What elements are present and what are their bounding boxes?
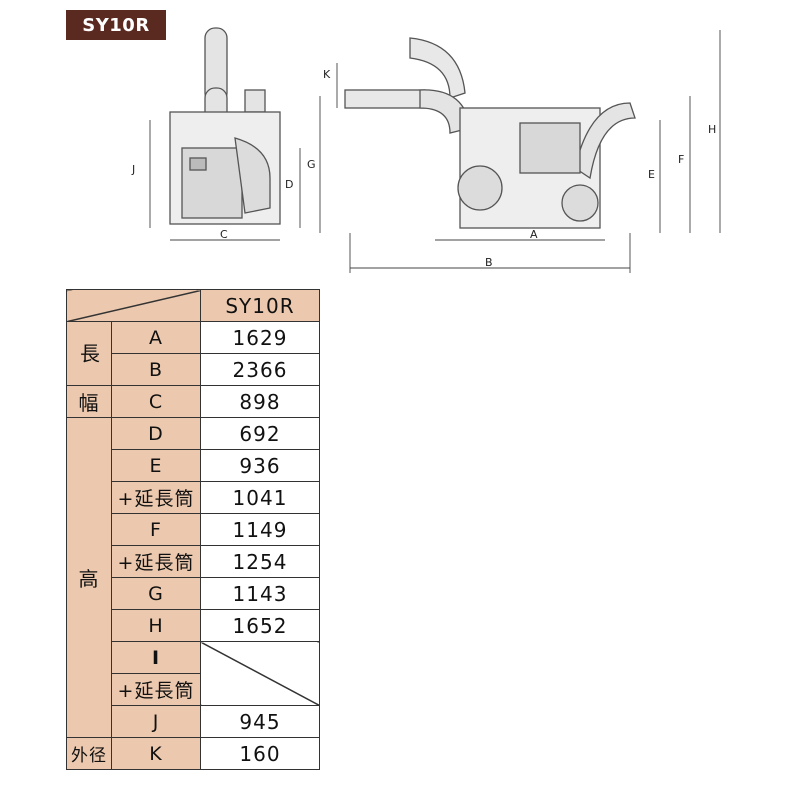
- dim-label-c: C: [220, 228, 228, 241]
- dim-label-g: G: [307, 158, 316, 171]
- row-value: 945: [200, 705, 320, 738]
- row-key: D: [111, 417, 201, 450]
- row-key: G: [111, 577, 201, 610]
- row-value: 898: [200, 385, 320, 418]
- group-width: 幅: [66, 385, 112, 418]
- row-value: 1041: [200, 481, 320, 514]
- table-row: +延長筒: [67, 673, 320, 706]
- group-length: 長: [66, 321, 112, 386]
- table-row: F 1149: [67, 513, 320, 546]
- dim-label-a: A: [530, 228, 538, 241]
- table-row: +延長筒 1254: [67, 545, 320, 578]
- row-key: B: [111, 353, 201, 386]
- row-value: 936: [200, 449, 320, 482]
- row-key: K: [111, 737, 201, 770]
- table-row: +延長筒 1041: [67, 481, 320, 514]
- table-row: I: [67, 641, 320, 706]
- side-view-labels: J D C G K: [131, 68, 331, 241]
- row-key: E: [111, 449, 201, 482]
- row-value: 160: [200, 737, 320, 770]
- table-row: 幅 C 898: [66, 385, 320, 418]
- dim-label-d: D: [285, 178, 293, 191]
- dim-label-j: J: [131, 163, 135, 176]
- group-outer-diameter: 外径: [66, 737, 112, 770]
- row-value: 1629: [200, 321, 320, 354]
- table-row: E 936: [67, 449, 320, 482]
- row-value-empty: [200, 641, 320, 706]
- row-key: +延長筒: [111, 545, 201, 578]
- table-row: J 945: [67, 705, 320, 738]
- side-view-machine: [169, 27, 281, 225]
- dim-label-h: H: [708, 123, 716, 136]
- table-row: B 2366: [67, 353, 320, 386]
- table-row: 長 A 1629: [66, 321, 320, 386]
- table-row: 外径 K 160: [66, 737, 320, 770]
- row-key: H: [111, 609, 201, 642]
- row-key: A: [111, 321, 201, 354]
- dim-label-k: K: [323, 68, 331, 81]
- model-badge: SY10R: [66, 10, 166, 40]
- table-header-row: SY10R: [66, 289, 320, 322]
- row-value: 1254: [200, 545, 320, 578]
- row-key: C: [111, 385, 201, 418]
- row-value: 1149: [200, 513, 320, 546]
- front-view-labels: A B E F H: [485, 123, 716, 269]
- front-view-machine: [344, 37, 636, 229]
- row-value: 1652: [200, 609, 320, 642]
- row-key: +延長筒: [111, 673, 201, 706]
- header-model: SY10R: [200, 289, 320, 322]
- table-row: 高 D 692: [66, 417, 320, 738]
- dim-label-f: F: [678, 153, 684, 166]
- spec-table: SY10R 長 A 1629 B 2366 幅 C 898 高 D 692 E …: [66, 289, 320, 770]
- table-row: H 1652: [67, 609, 320, 642]
- row-key: J: [111, 705, 201, 738]
- row-value: 692: [200, 417, 320, 450]
- table-row: G 1143: [67, 577, 320, 610]
- header-corner: [66, 289, 201, 322]
- row-key: +延長筒: [111, 481, 201, 514]
- dimension-drawing: J D C G K A B E F H: [131, 27, 721, 273]
- dim-label-e: E: [648, 168, 655, 181]
- row-key: F: [111, 513, 201, 546]
- row-key: I: [111, 641, 201, 674]
- group-height: 高: [66, 417, 112, 738]
- row-value: 1143: [200, 577, 320, 610]
- dim-label-b: B: [485, 256, 493, 269]
- row-value: 2366: [200, 353, 320, 386]
